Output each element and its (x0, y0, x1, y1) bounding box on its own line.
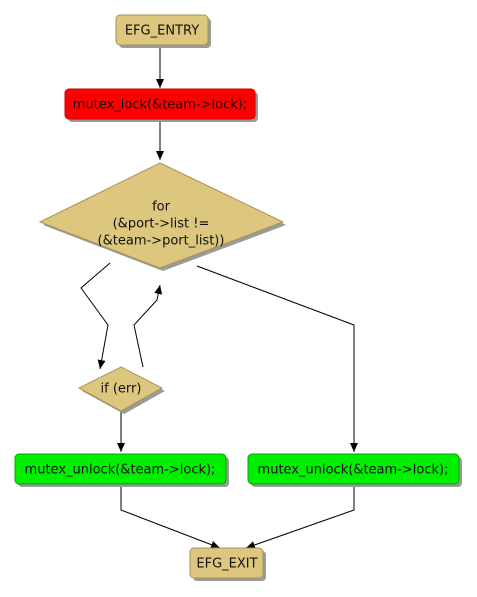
loop-decision-line-2: (&port->list != (113, 217, 210, 232)
entry-node: EFG_ENTRY (115, 14, 211, 48)
unlock-left-label: mutex_unlock(&team->lock); (25, 463, 216, 478)
edge-loop-to-unlock-right (196, 265, 358, 452)
edges (80, 46, 358, 549)
loop-decision-line-1: for (152, 200, 171, 215)
edge-unlock-left-to-exit (120, 486, 221, 549)
if-err-decision-label: if (err) (101, 382, 142, 397)
if-err-decision-node: if (err) (77, 366, 165, 414)
entry-node-box (115, 14, 209, 46)
edge-if-err-back-to-loop (133, 284, 163, 368)
unlock-left-node: mutex_unlock(&team->lock); (14, 453, 229, 487)
loop-decision-node: for (&port->list != (&team->port_list)) (38, 162, 286, 271)
loop-decision-diamond (38, 162, 285, 269)
lock-node-box (64, 88, 256, 120)
exit-node: EFG_EXIT (189, 547, 266, 581)
lock-node-label: mutex_lock(&team->lock); (73, 98, 247, 113)
edge-unlock-right-to-exit (245, 486, 355, 549)
unlock-right-box (247, 453, 460, 485)
exit-node-label: EFG_EXIT (196, 557, 257, 572)
unlock-right-node: mutex_unlock(&team->lock); (247, 453, 462, 487)
loop-decision-line-3: (&team->port_list)) (98, 234, 225, 249)
unlock-right-label: mutex_unlock(&team->lock); (258, 463, 449, 478)
edge-loop-to-if-err (80, 262, 111, 370)
entry-node-label: EFG_ENTRY (125, 24, 199, 39)
lock-node: mutex_lock(&team->lock); (64, 88, 258, 122)
if-err-decision-diamond (77, 366, 164, 412)
unlock-left-box (14, 453, 227, 485)
exit-node-box (189, 547, 264, 579)
